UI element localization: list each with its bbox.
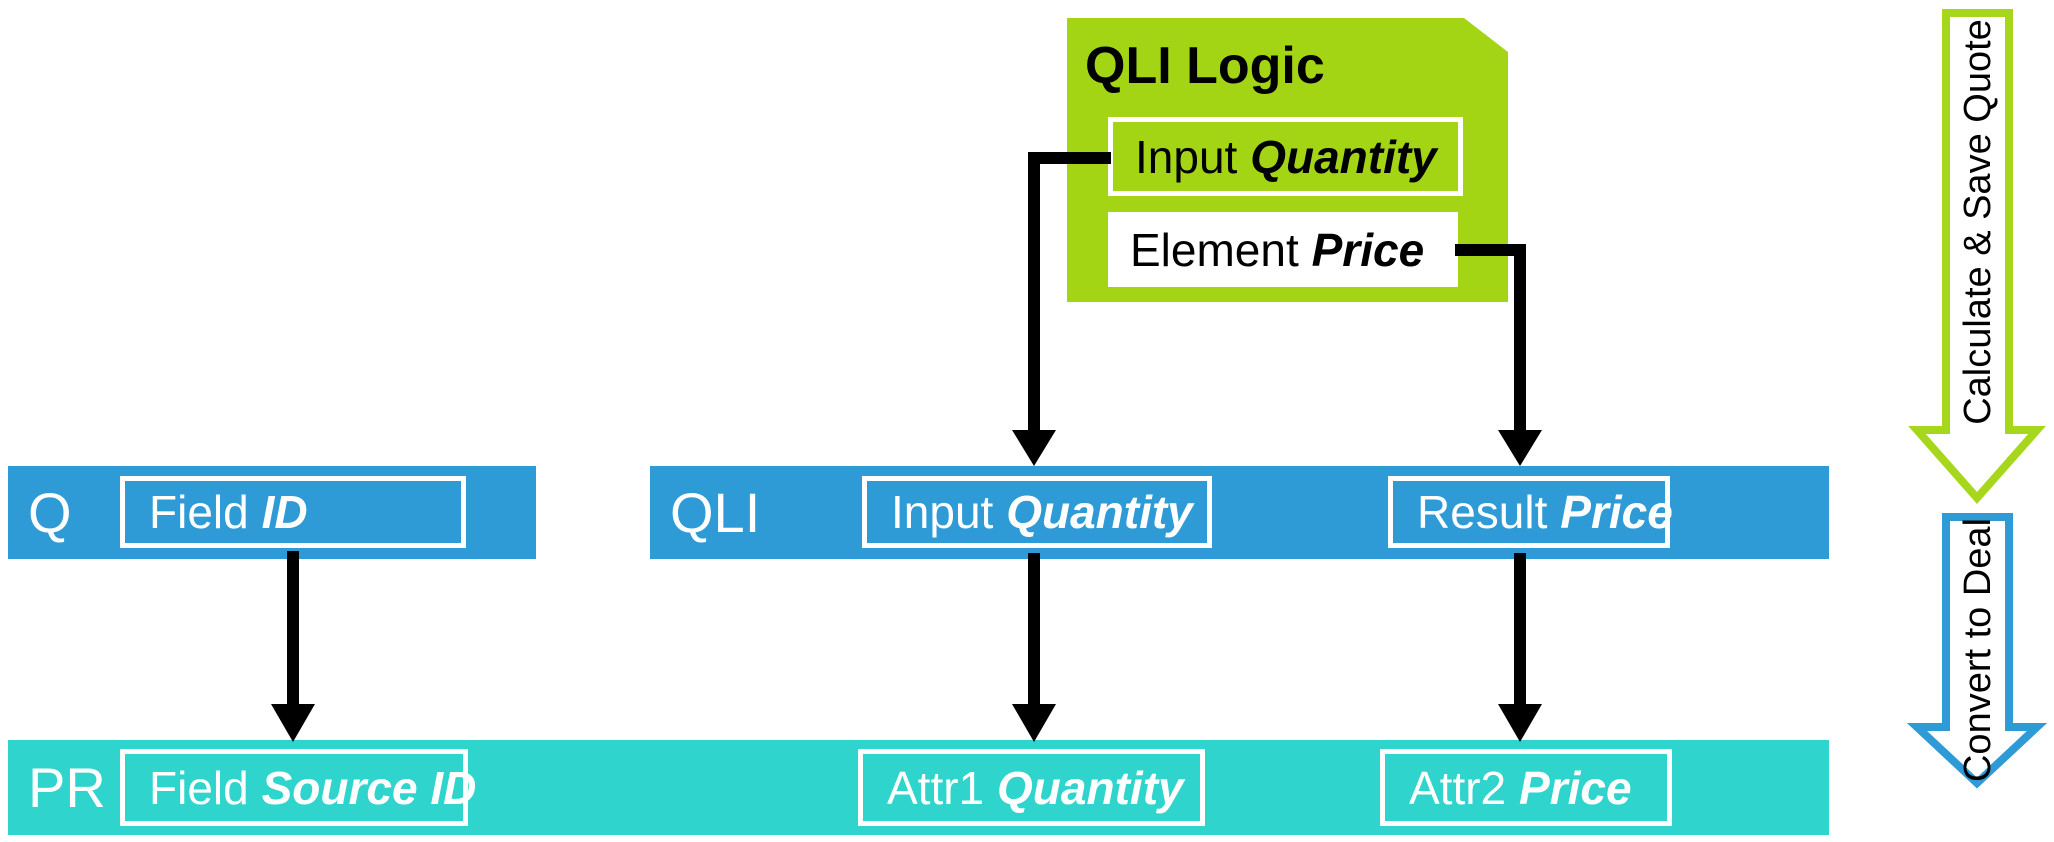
quote-field-id-emphasis: ID [261, 486, 308, 538]
quote-field-id-prefix: Field [149, 486, 249, 538]
qli-input-quantity-box: Input Quantity [862, 476, 1212, 548]
qli-row-label: QLI [670, 480, 761, 544]
convert-to-deal-label-wrap: Convert to Deal [1946, 517, 2010, 783]
logic-element-price-box: Element Price [1108, 212, 1458, 287]
logic-input-quantity-emphasis: Quantity [1250, 130, 1437, 183]
pr-attr2-price-emphasis: Price [1519, 761, 1632, 814]
qli-logic-note: QLI Logic Input Quantity Element Price [1067, 18, 1508, 302]
arrow-logic-quantity-head [1012, 430, 1056, 466]
calculate-save-quote-arrow [1908, 9, 2046, 505]
pr-field-source-id-box: Field Source ID [120, 749, 476, 826]
quote-row-label: Q [28, 480, 72, 544]
qli-input-quantity-prefix: Input [891, 486, 994, 538]
calculate-save-quote-label-wrap: Calculate & Save Quote [1946, 13, 2010, 430]
pr-attr1-quantity-emphasis: Quantity [997, 761, 1184, 814]
qli-result-price-prefix: Result [1417, 486, 1548, 538]
quote-field-id-box: Field ID [120, 476, 466, 548]
pr-attr1-quantity-box: Attr1 Quantity [858, 749, 1205, 826]
arrow-qli-price-to-pr-head [1498, 704, 1542, 742]
pr-row-bar: PR Field Source ID Attr1 Quantity Attr2 … [8, 740, 1829, 835]
pr-field-source-id-emphasis: Source ID [261, 761, 477, 814]
pr-field-source-id-prefix: Field [149, 761, 249, 814]
qli-row-bar: QLI Input Quantity Result Price [650, 466, 1829, 559]
convert-to-deal-label: Convert to Deal [1957, 517, 2000, 783]
logic-element-price-emphasis: Price [1311, 223, 1425, 276]
arrow-qli-quantity-to-pr-head [1012, 704, 1056, 742]
arrow-logic-price-head [1498, 430, 1542, 466]
logic-input-quantity-prefix: Input [1135, 130, 1238, 183]
arrow-q-to-pr-head [271, 704, 315, 742]
qli-result-price-emphasis: Price [1560, 486, 1673, 538]
qli-input-quantity-emphasis: Quantity [1006, 486, 1193, 538]
logic-input-quantity-box: Input Quantity [1108, 117, 1463, 196]
logic-element-price-prefix: Element [1130, 223, 1299, 276]
convert-to-deal-arrow [1906, 513, 2048, 789]
calculate-save-quote-label: Calculate & Save Quote [1957, 18, 2000, 425]
pr-row-label: PR [28, 755, 106, 819]
quote-row-bar: Q Field ID [8, 466, 536, 559]
qli-logic-title: QLI Logic [1085, 37, 1325, 95]
pr-attr1-quantity-prefix: Attr1 [887, 761, 985, 814]
pr-attr2-price-prefix: Attr2 [1409, 761, 1507, 814]
qli-result-price-box: Result Price [1388, 476, 1673, 548]
pr-attr2-price-box: Attr2 Price [1380, 749, 1672, 826]
